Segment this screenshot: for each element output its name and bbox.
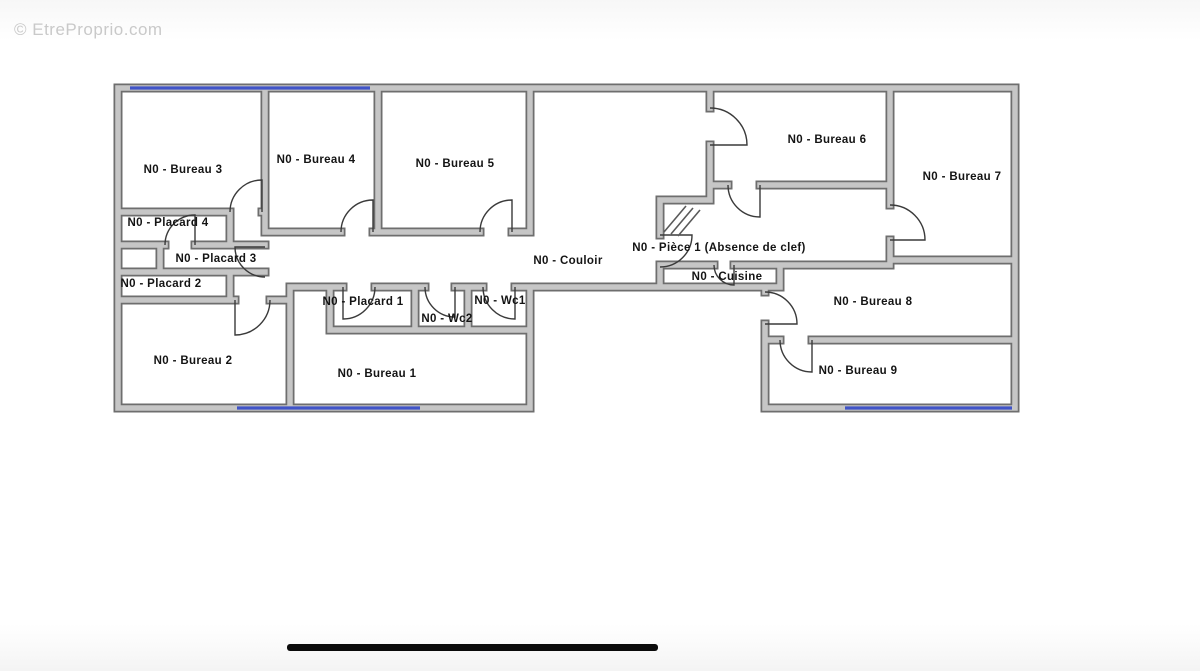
walls	[113, 83, 1020, 413]
room-label-bureau-8: N0 - Bureau 8	[833, 296, 913, 308]
room-label-bureau-9: N0 - Bureau 9	[818, 365, 898, 377]
room-label-bureau-2: N0 - Bureau 2	[153, 355, 233, 367]
room-label-bureau-7: N0 - Bureau 7	[922, 171, 1002, 183]
room-label-couloir: N0 - Couloir	[533, 255, 603, 267]
room-label-bureau-4: N0 - Bureau 4	[276, 154, 356, 166]
room-label-bureau-5: N0 - Bureau 5	[415, 158, 495, 170]
room-label-bureau-6: N0 - Bureau 6	[787, 134, 867, 146]
room-label-piece-1: N0 - Pièce 1 (Absence de clef)	[632, 242, 806, 254]
room-label-wc-1: N0 - Wc1	[474, 295, 526, 307]
room-label-cuisine: N0 - Cuisine	[691, 271, 763, 283]
bottom-bar	[287, 644, 658, 651]
stair-hatch	[663, 205, 701, 237]
window-lines	[130, 86, 1012, 410]
room-label-wc-2: N0 - Wc2	[421, 313, 473, 325]
door-arcs	[164, 107, 926, 373]
room-label-bureau-3: N0 - Bureau 3	[143, 164, 223, 176]
room-label-bureau-1: N0 - Bureau 1	[337, 368, 417, 380]
watermark: © EtreProprio.com	[14, 20, 163, 39]
room-label-placard-2: N0 - Placard 2	[120, 278, 202, 290]
room-label-placard-1: N0 - Placard 1	[322, 296, 404, 308]
room-label-placard-3: N0 - Placard 3	[175, 253, 257, 265]
room-label-placard-4: N0 - Placard 4	[127, 217, 209, 229]
